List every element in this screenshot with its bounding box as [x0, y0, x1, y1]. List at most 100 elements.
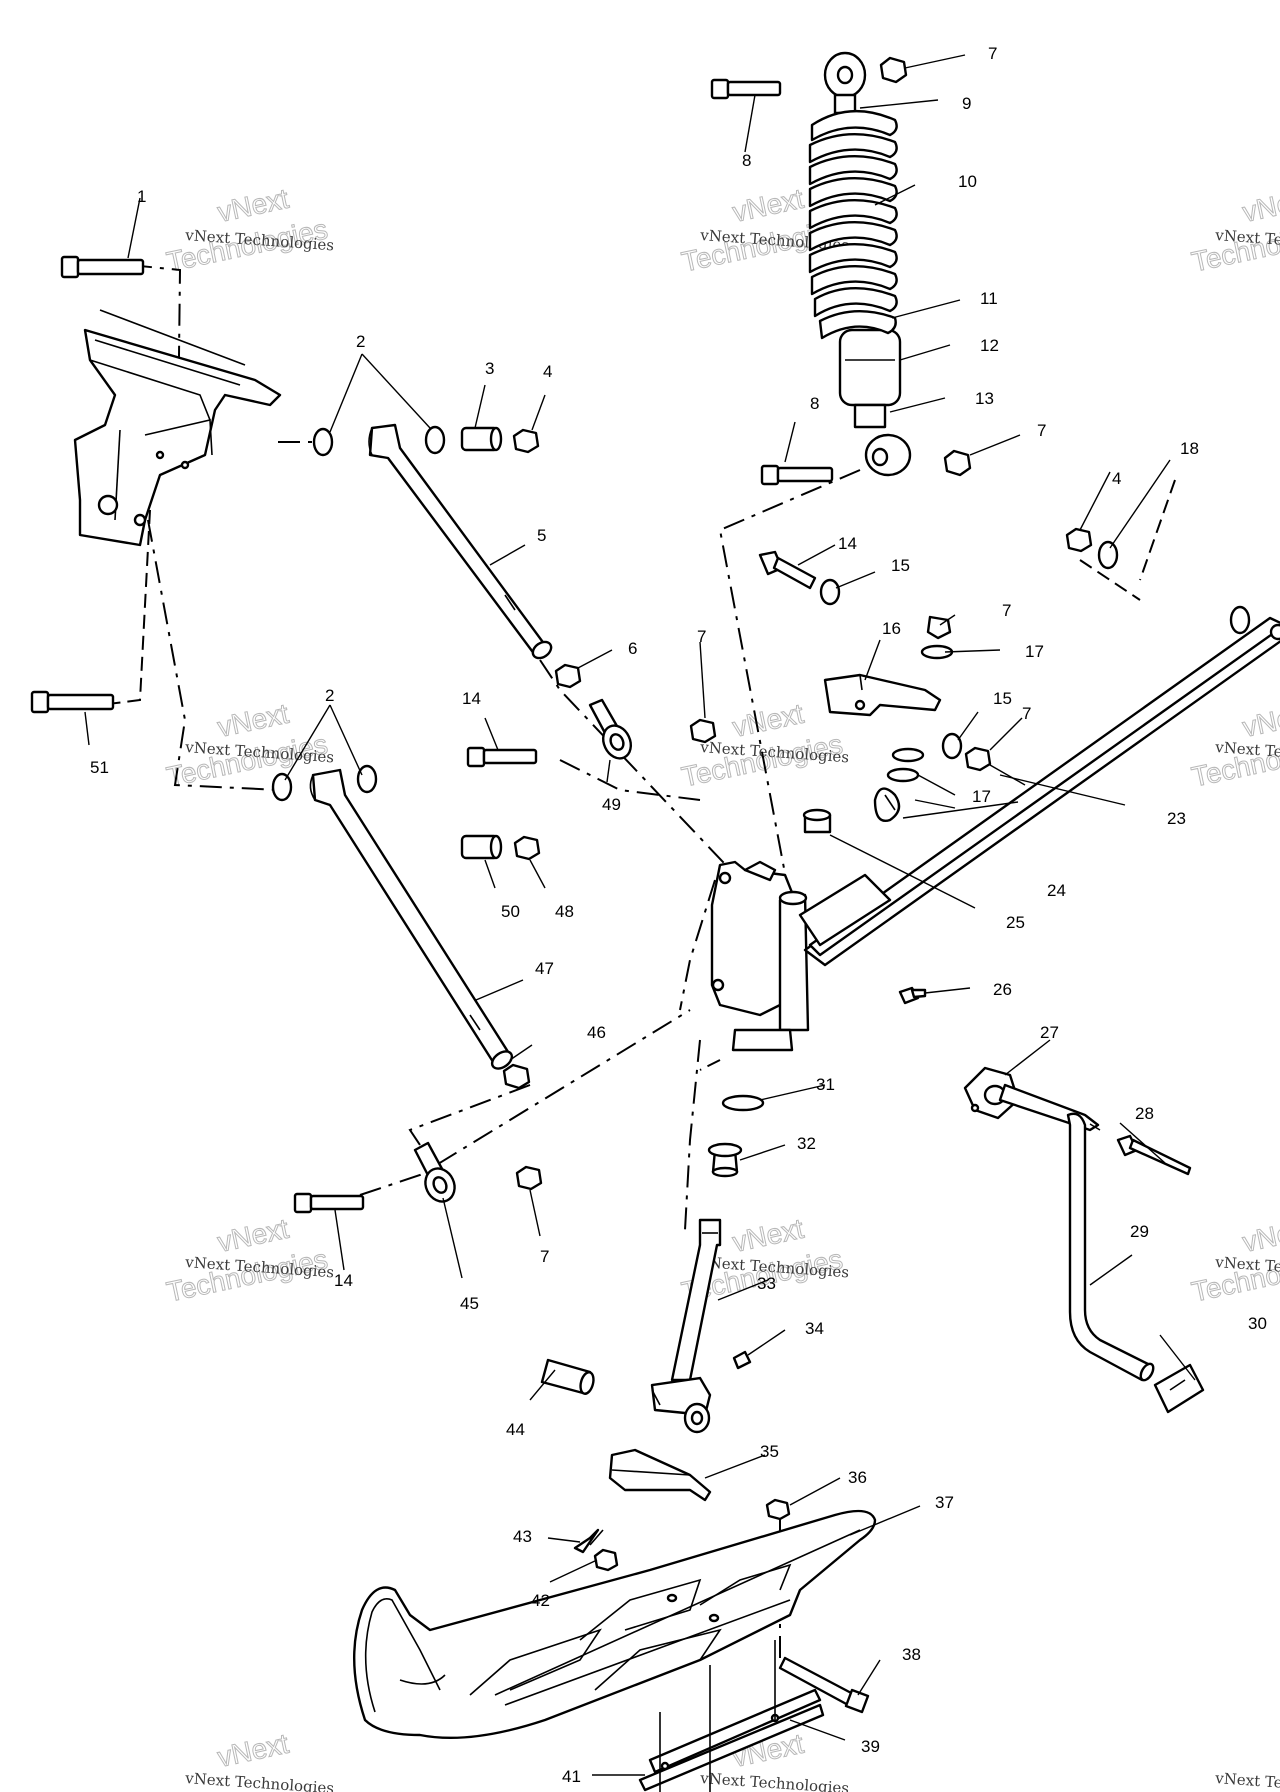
sleeve-44 — [540, 1358, 595, 1395]
steering-clamp — [823, 673, 942, 717]
callout-44: 44 — [506, 1420, 525, 1439]
svg-text:vNext: vNext — [1240, 183, 1280, 228]
callout-28: 28 — [1135, 1104, 1154, 1123]
sleeve-3 — [460, 426, 503, 452]
callout-14-upper: 14 — [462, 689, 481, 708]
svg-text:vNext: vNext — [215, 698, 292, 743]
callout-37: 37 — [935, 1493, 954, 1512]
callout-7-arm: 7 — [697, 627, 706, 646]
fitting-24 — [873, 787, 901, 822]
callout-25: 25 — [1006, 913, 1025, 932]
washer-18 — [1097, 540, 1119, 570]
callout-45: 45 — [460, 1294, 479, 1313]
callout-46: 46 — [587, 1023, 606, 1042]
nut-7-top — [879, 56, 908, 84]
callout-13: 13 — [975, 389, 994, 408]
spindle-housing — [710, 860, 810, 1052]
callout-42: 42 — [531, 1591, 550, 1610]
nut-48 — [513, 835, 541, 861]
tie-rod — [798, 616, 1280, 967]
bolt-51 — [30, 690, 115, 714]
handle-30 — [1153, 1363, 1205, 1414]
nut-36 — [765, 1498, 791, 1521]
callout-16: 16 — [882, 619, 901, 638]
washer-15-lower — [941, 732, 963, 760]
callout-14-lower: 14 — [334, 1271, 353, 1290]
callout-47: 47 — [535, 959, 554, 978]
nut-7-arm — [689, 718, 717, 744]
callout-15-upper: 15 — [891, 556, 910, 575]
callout-3: 3 — [485, 359, 494, 378]
svg-text:vNext: vNext — [215, 183, 292, 228]
nut-6 — [554, 663, 582, 689]
callout-31: 31 — [816, 1075, 835, 1094]
callout-24: 24 — [1047, 881, 1066, 900]
bolt-38 — [778, 1656, 870, 1714]
watermark: vNext — [214, 1727, 292, 1773]
svg-text:vNext: vNext — [730, 1213, 807, 1258]
callouts: 1 2 3 4 5 6 7 8 9 10 11 12 13 8 7 4 18 1… — [90, 44, 1267, 1786]
callout-11: 11 — [980, 289, 998, 308]
callout-2-upper: 2 — [356, 332, 365, 351]
bushing-25 — [802, 808, 832, 834]
callout-8-bottom: 8 — [810, 394, 819, 413]
callout-4-upper: 4 — [543, 362, 552, 381]
sleeve-50 — [460, 834, 503, 860]
svg-text:vNext: vNext — [1240, 1213, 1280, 1258]
svg-text:vNext: vNext — [730, 183, 807, 228]
callout-50: 50 — [501, 902, 520, 921]
ring-31 — [721, 1094, 765, 1112]
nut-4-upper — [512, 428, 540, 454]
steering-post — [963, 1066, 1155, 1382]
callout-7-shock: 7 — [1037, 421, 1046, 440]
shock-absorber — [808, 51, 912, 477]
bolt-8-top — [710, 78, 782, 100]
bushing-2-a — [312, 427, 334, 457]
callout-17-upper: 17 — [1025, 642, 1044, 661]
callout-1: 1 — [137, 187, 146, 206]
grease-fitting-34 — [732, 1350, 752, 1370]
callout-7-lower: 7 — [540, 1247, 549, 1266]
watermark-text: vNext Technologies — [1214, 1769, 1280, 1792]
bolt-14-upper — [466, 746, 538, 768]
upper-a-arm — [368, 423, 553, 660]
rod-end-45 — [413, 1141, 456, 1203]
svg-text:vNext: vNext — [1240, 698, 1280, 743]
callout-35: 35 — [760, 1442, 779, 1461]
callout-12: 12 — [980, 336, 999, 355]
callout-7-top: 7 — [988, 44, 997, 63]
rod-end-49 — [588, 698, 632, 760]
washer-17-a — [891, 747, 925, 763]
callout-49: 49 — [602, 795, 621, 814]
bushing-2-c — [271, 772, 293, 802]
callout-41: 41 — [562, 1767, 581, 1786]
callout-2-lower: 2 — [325, 686, 334, 705]
callout-38: 38 — [902, 1645, 921, 1664]
bolt-14-lower — [293, 1192, 365, 1214]
watermark-text: vNext Technologies — [184, 1769, 335, 1792]
bushing-2-b — [424, 425, 446, 455]
washer-right — [1229, 605, 1251, 635]
nut-46 — [502, 1063, 531, 1090]
spindle — [650, 1218, 722, 1434]
callout-36: 36 — [848, 1468, 867, 1487]
bolt-1 — [60, 255, 145, 279]
callout-39: 39 — [861, 1737, 880, 1756]
leader-lines — [84, 54, 1196, 1776]
callout-27: 27 — [1040, 1023, 1059, 1042]
bolt-14-shock — [758, 550, 817, 590]
callout-30: 30 — [1248, 1314, 1267, 1333]
coil-spring — [808, 110, 898, 340]
cotter-pin-43 — [573, 1528, 604, 1554]
callout-23: 23 — [1167, 809, 1186, 828]
washer-17-b — [886, 767, 920, 783]
screw-26 — [898, 986, 927, 1005]
callout-7-clamp: 7 — [1002, 601, 1011, 620]
svg-text:vNext: vNext — [215, 1728, 292, 1773]
ski-saddle-35 — [608, 1448, 712, 1502]
watermark: vNext Technologies — [163, 182, 330, 278]
callout-5: 5 — [537, 526, 546, 545]
callout-48: 48 — [555, 902, 574, 921]
wear-bar — [638, 1640, 825, 1792]
